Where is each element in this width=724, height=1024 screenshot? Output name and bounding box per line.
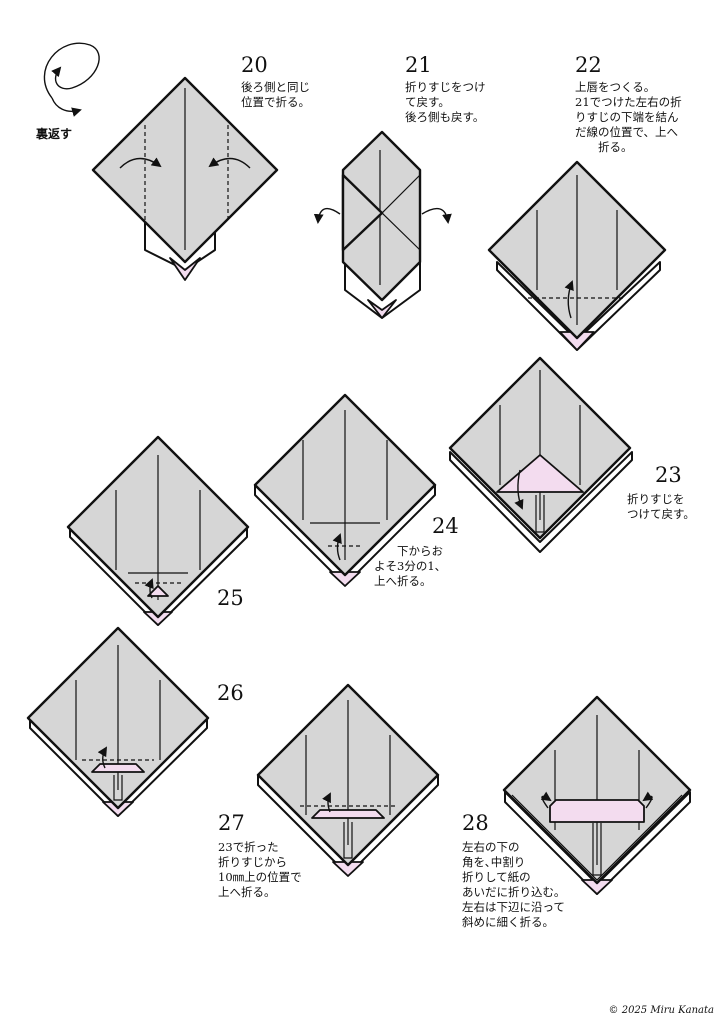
step-number: 27 [218, 811, 245, 835]
step-number: 25 [217, 586, 244, 610]
step-number: 28 [462, 811, 489, 835]
step-23-figure [448, 356, 633, 553]
step-number: 23 [655, 463, 682, 487]
step-20-figure [91, 76, 279, 281]
step-26-figure [26, 626, 210, 817]
copyright-notice: © 2025 Miru Kanata [608, 1005, 714, 1016]
step-25-figure [66, 435, 250, 626]
step-caption: 後ろ側と同じ位置で折る。 [241, 80, 310, 109]
step-caption: 折りすじをつけて戻す。 [627, 492, 695, 521]
step-22-figure [487, 160, 667, 351]
flip-over-icon [43, 42, 100, 117]
step-caption: 左右の下の角を､中割り折りして紙のあいだに折り込む｡左右は下辺に沿って斜めに細く… [462, 840, 565, 929]
step-caption: 折りすじをつけて戻す。後ろ側も戻す。 [405, 80, 486, 124]
step-number: 24 [432, 514, 459, 538]
step-number: 22 [575, 53, 602, 77]
step-number: 26 [217, 681, 244, 705]
flip-over-label: 裏返す [36, 127, 73, 141]
step-24-figure [253, 393, 437, 587]
step-number: 20 [241, 53, 268, 77]
step-caption: 上唇をつくる。21でつけた左右の折りすじの下端を結んだ線の位置で、上へ 折る。 [575, 80, 682, 154]
step-21-figure [313, 130, 452, 319]
step-caption: 下からおよそ3分の1、上へ折る。 [374, 544, 447, 588]
step-28-figure [502, 695, 692, 895]
step-number: 21 [405, 53, 432, 77]
step-27-figure [256, 683, 440, 877]
